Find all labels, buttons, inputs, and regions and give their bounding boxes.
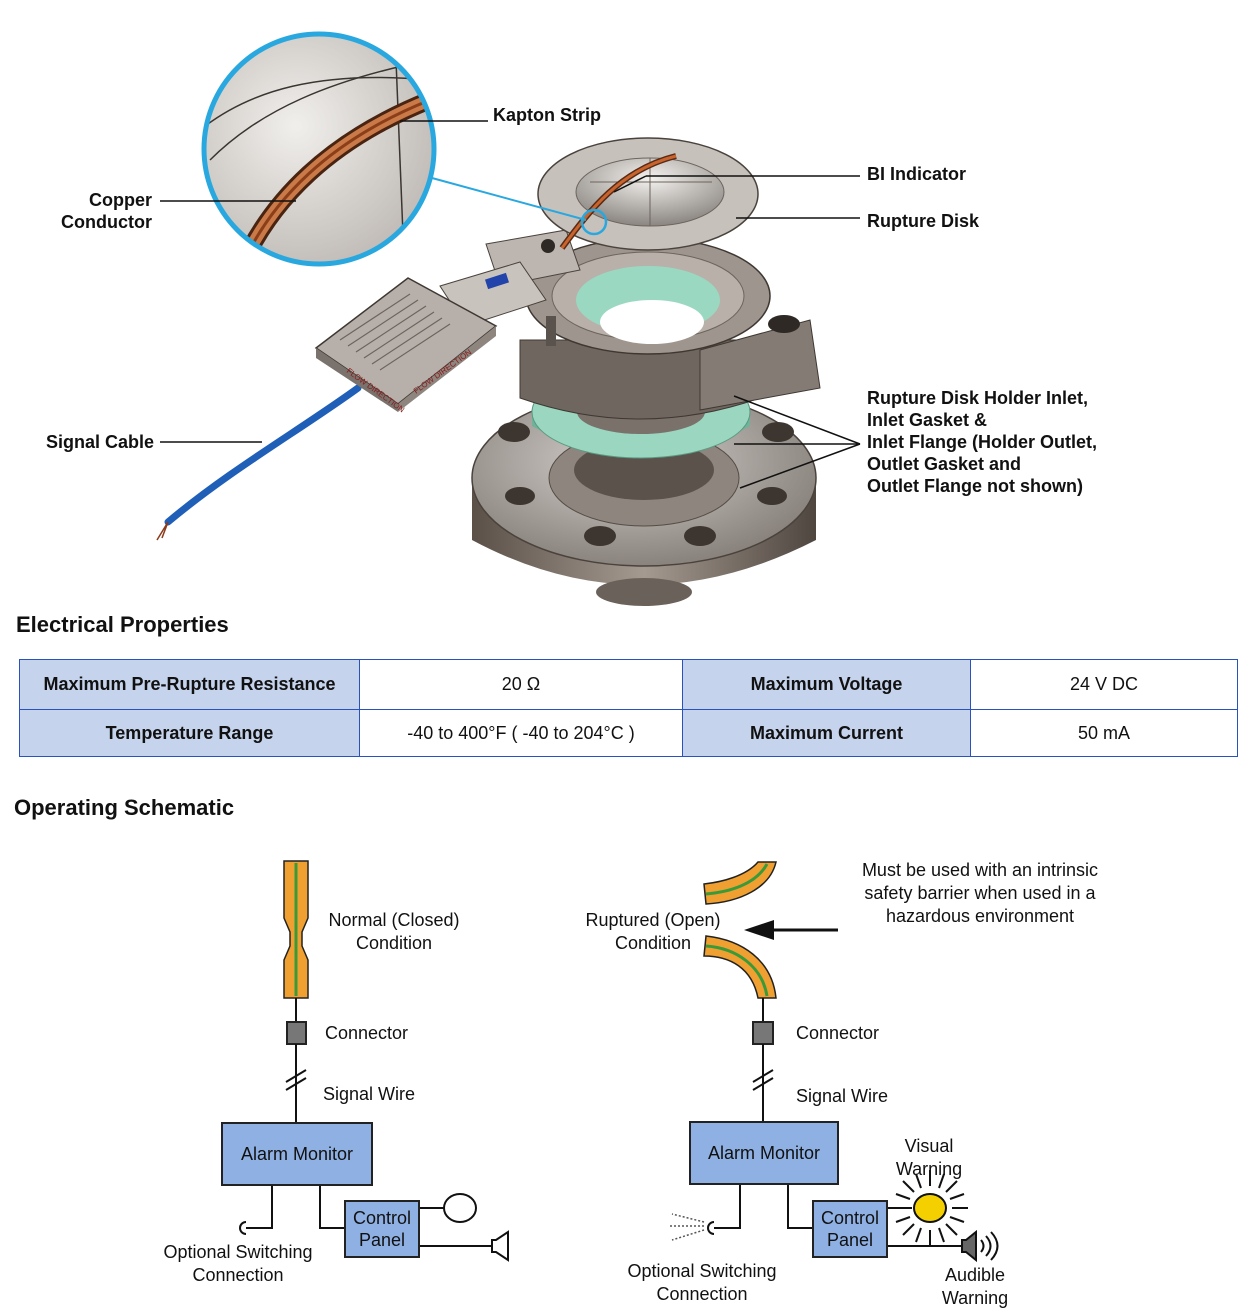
left-signal-wire-label: Signal Wire <box>323 1084 416 1104</box>
visual-warning-line1: Visual <box>904 1136 954 1156</box>
cable-wires <box>156 521 169 541</box>
bi-indicator-label: BI Indicator <box>867 164 967 184</box>
left-alarm-monitor-box: Alarm Monitor <box>221 1122 373 1186</box>
left-lamp-icon <box>443 1193 477 1223</box>
holder-label: Rupture Disk Holder Inlet, Inlet Gasket … <box>867 387 1097 497</box>
left-speaker-icon <box>491 1230 509 1262</box>
holder-line-3: Inlet Flange (Holder Outlet, <box>867 432 1098 452</box>
right-signal-wire-label: Signal Wire <box>796 1086 889 1106</box>
visual-warning-line2: Warning <box>895 1159 963 1179</box>
right-switch-icon <box>670 1213 715 1241</box>
audible-warning-line1: Audible <box>944 1265 1006 1285</box>
right-control-panel-box: Control Panel <box>812 1200 888 1258</box>
ruptured-condition-line2: Condition <box>614 933 692 953</box>
copper-label-line1: Copper <box>89 190 152 210</box>
right-alarm-monitor-box: Alarm Monitor <box>689 1121 839 1185</box>
rupture-disk-holder <box>519 237 821 420</box>
kapton-strip-label: Kapton Strip <box>493 105 601 125</box>
holder-line-5: Outlet Flange not shown) <box>867 476 1083 496</box>
holder-line-4: Outlet Gasket and <box>867 454 1022 474</box>
audible-warning-line2: Warning <box>941 1288 1009 1308</box>
right-switching-line1: Optional Switching <box>627 1261 777 1281</box>
right-control-line1: Control <box>820 1208 880 1228</box>
arrow-icon <box>744 920 838 940</box>
left-control-panel-box: Control Panel <box>344 1200 420 1258</box>
signal-cable <box>164 384 362 526</box>
right-connector-label: Connector <box>796 1023 880 1043</box>
normal-condition-label: Normal (Closed) Condition <box>324 909 464 955</box>
signal-cable-label: Signal Cable <box>46 432 155 452</box>
safety-note-line3: hazardous environment <box>885 906 1075 926</box>
left-switching-line1: Optional Switching <box>163 1242 313 1262</box>
left-switching-label: Optional Switching Connection <box>148 1241 328 1287</box>
left-connector-label: Connector <box>325 1023 409 1043</box>
speaker-warning-icon <box>961 1229 999 1263</box>
table-header-cell: Temperature Range <box>19 709 360 757</box>
audible-warning-label: Audible Warning <box>930 1264 1020 1310</box>
table-value-cell: 20 Ω <box>359 659 683 710</box>
table-header-cell: Maximum Voltage <box>682 659 971 710</box>
electrical-properties-table: Maximum Pre-Rupture Resistance 20 Ω Maxi… <box>19 659 1238 757</box>
copper-label-line2: Conductor <box>61 212 152 232</box>
rupture-disk-label: Rupture Disk <box>867 211 980 231</box>
ruptured-condition-label: Ruptured (Open) Condition <box>578 909 728 955</box>
electrical-properties-title: Electrical Properties <box>16 612 229 637</box>
holder-line-2: Inlet Gasket & <box>867 410 988 430</box>
left-control-line1: Control <box>352 1208 412 1228</box>
assembly-illustration: FLOW DIRECTION FLOW DIRECTION <box>156 31 861 606</box>
table-value-cell: 50 mA <box>970 709 1238 757</box>
sun-warning-icon <box>892 1170 968 1246</box>
zoom-magnifier <box>201 31 608 267</box>
copper-conductor-label: Copper Conductor <box>40 189 152 233</box>
normal-condition-line1: Normal (Closed) <box>328 910 460 930</box>
right-switching-label: Optional Switching Connection <box>612 1260 792 1306</box>
holder-line-1: Rupture Disk Holder Inlet, <box>867 388 1089 408</box>
operating-schematic-title: Operating Schematic <box>14 795 235 820</box>
ruptured-condition-line1: Ruptured (Open) <box>585 910 721 930</box>
safety-note: Must be used with an intrinsic safety ba… <box>846 859 1114 928</box>
table-row: Maximum Pre-Rupture Resistance 20 Ω Maxi… <box>19 659 1238 710</box>
leader-lines <box>160 120 861 489</box>
normal-condition-line2: Condition <box>355 933 433 953</box>
table-value-cell: -40 to 400°F ( -40 to 204°C ) <box>359 709 683 757</box>
left-switching-line2: Connection <box>192 1265 284 1285</box>
safety-note-line2: safety barrier when used in a <box>864 883 1096 903</box>
safety-note-line1: Must be used with an intrinsic <box>861 860 1099 880</box>
left-switch-icon <box>239 1221 247 1235</box>
visual-warning-label: Visual Warning <box>884 1135 974 1181</box>
table-value-cell: 24 V DC <box>970 659 1238 710</box>
rupture-disk <box>537 137 759 251</box>
left-control-line2: Panel <box>358 1230 406 1250</box>
normal-strip-icon <box>283 860 309 999</box>
right-control-line2: Panel <box>826 1230 874 1250</box>
connector-tag: FLOW DIRECTION FLOW DIRECTION <box>314 229 581 415</box>
right-switching-line2: Connection <box>656 1284 748 1304</box>
table-header-cell: Maximum Pre-Rupture Resistance <box>19 659 360 710</box>
table-header-cell: Maximum Current <box>682 709 971 757</box>
table-row: Temperature Range -40 to 400°F ( -40 to … <box>19 709 1238 757</box>
